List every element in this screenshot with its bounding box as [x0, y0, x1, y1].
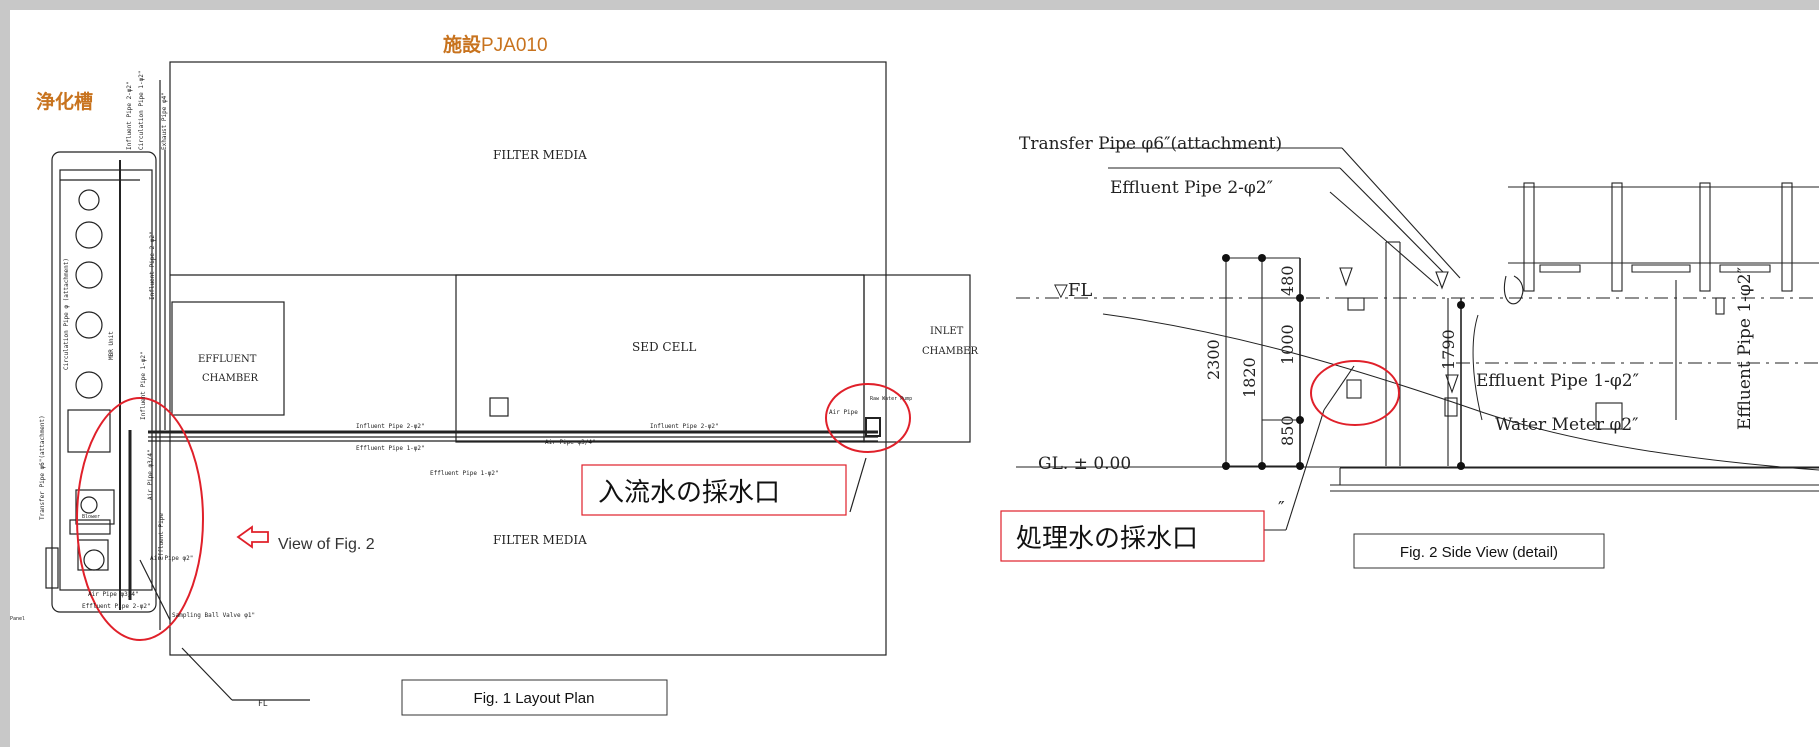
inlet-sampling-callout-box — [581, 464, 847, 516]
sed-cell-label: SED CELL — [632, 340, 696, 354]
air-pipe-2: Air Pipe φ2" — [150, 555, 193, 562]
filter-media-bottom: FILTER MEDIA — [493, 533, 587, 547]
effluent-pipe-label-2: Effluent Pipe 1-φ2" — [430, 470, 499, 477]
water-meter-label: Water Meter φ2″ — [1495, 415, 1639, 435]
fig2-caption-box — [1353, 533, 1605, 569]
tank-label: 浄化槽 — [36, 90, 93, 113]
air-pipe-label: Air Pipe φ3/4" — [545, 439, 596, 446]
dim-850: 850 — [1278, 415, 1297, 446]
vlabel-exhaust: Exhaust Pipe φ4" — [161, 92, 168, 150]
sed-cell-box — [455, 274, 865, 443]
influent-pipe-label: Influent Pipe 2-φ2" — [356, 423, 425, 430]
inlet-chamber-line1: INLET — [930, 326, 964, 337]
effluent-chamber-line2: CHAMBER — [202, 373, 258, 384]
fig2-caption: Fig. 2 Side View (detail) — [1400, 544, 1558, 561]
air-pipe-short: Air Pipe — [829, 409, 858, 416]
view-of-fig2-label: View of Fig. 2 — [278, 536, 375, 553]
effluent-pipe-vertical-label: Effluent Pipe 1-φ2″ — [1735, 267, 1755, 430]
effluent-pipe-2-side-label: Effluent Pipe 2-φ2″ — [1110, 178, 1273, 198]
fig1-caption: Fig. 1 Layout Plan — [474, 690, 595, 707]
fig1-caption-box — [401, 679, 668, 716]
tank-outline — [51, 151, 157, 613]
vlabel-effluent: Effluent Pipe — [158, 513, 165, 560]
effluent-chamber-line1: EFFLUENT — [198, 354, 257, 365]
vlabel-circulation: Circulation Pipe 1-φ2" — [138, 71, 145, 150]
layout-plan — [45, 61, 971, 701]
treated-sampling-callout-box — [1000, 510, 1265, 562]
dimension-markers — [1222, 254, 1465, 470]
facility-prefix: 施設 — [443, 33, 482, 56]
side-view — [1016, 147, 1819, 531]
tank-sampling-highlight — [76, 397, 204, 641]
fl-side-label: ▽FL — [1054, 280, 1092, 301]
vlabel-air-pipe: Air Pipe φ3/4" — [147, 449, 154, 500]
vlabel-transfer: Transfer Pipe φ6"(attachment) — [39, 415, 46, 520]
view-arrow-icon — [236, 525, 269, 549]
sampling-valve-label: Sampling Ball Valve φ1" — [172, 612, 255, 619]
vlabel-membrane: MBR Unit — [108, 331, 115, 360]
double-prime-mark: ″ — [1278, 498, 1285, 519]
small-box-label: Panel — [10, 616, 25, 622]
influent-pipe-label-2: Influent Pipe 2-φ2" — [650, 423, 719, 430]
facility-code: PJA010 — [481, 35, 548, 56]
gl-label: GL. ± 0.00 — [1038, 454, 1131, 474]
transfer-pipe-label: Transfer Pipe φ6″(attachment) — [1019, 134, 1282, 154]
treated-sampling-callout: 処理水の採水口 — [1016, 524, 1198, 554]
inlet-sampling-callout: 入流水の採水口 — [598, 478, 780, 508]
dim-1000: 1000 — [1278, 324, 1297, 365]
filter-media-top: FILTER MEDIA — [493, 148, 587, 162]
raw-water-pump-label: Raw Water Pump — [870, 396, 912, 402]
vlabel-influent-1: Influent Pipe 1-φ2" — [140, 351, 147, 420]
blower-label: Blower — [82, 514, 100, 520]
dim-1820: 1820 — [1240, 357, 1259, 398]
effluent-pipe-label: Effluent Pipe 1-φ2" — [356, 445, 425, 452]
dim-1790: 1790 — [1439, 329, 1458, 370]
dim-2300: 2300 — [1204, 339, 1223, 380]
effluent-pipe-2-label: Effluent Pipe 2-φ2" — [82, 603, 151, 610]
vlabel-influent: Influent Pipe 2-φ2" — [126, 81, 133, 150]
inlet-sampling-highlight — [825, 383, 911, 453]
inlet-chamber-line2: CHAMBER — [922, 346, 978, 357]
vlabel-influent-2: Influent Pipe 2-φ2" — [149, 231, 156, 300]
dim-480: 480 — [1278, 265, 1297, 296]
effluent-pipe-1-side-label: Effluent Pipe 1-φ2″ — [1476, 371, 1639, 391]
effluent-chamber-box — [171, 301, 285, 416]
treated-sampling-highlight — [1310, 360, 1400, 426]
filter-outline — [169, 61, 887, 656]
vlabel-circulation-main: Circulation Pipe φ (attachment) — [63, 258, 70, 370]
air-pipe-3: Air Pipe φ3/4" — [88, 591, 139, 598]
inlet-chamber-box — [863, 274, 971, 443]
fl-plan-label: FL — [258, 699, 268, 708]
